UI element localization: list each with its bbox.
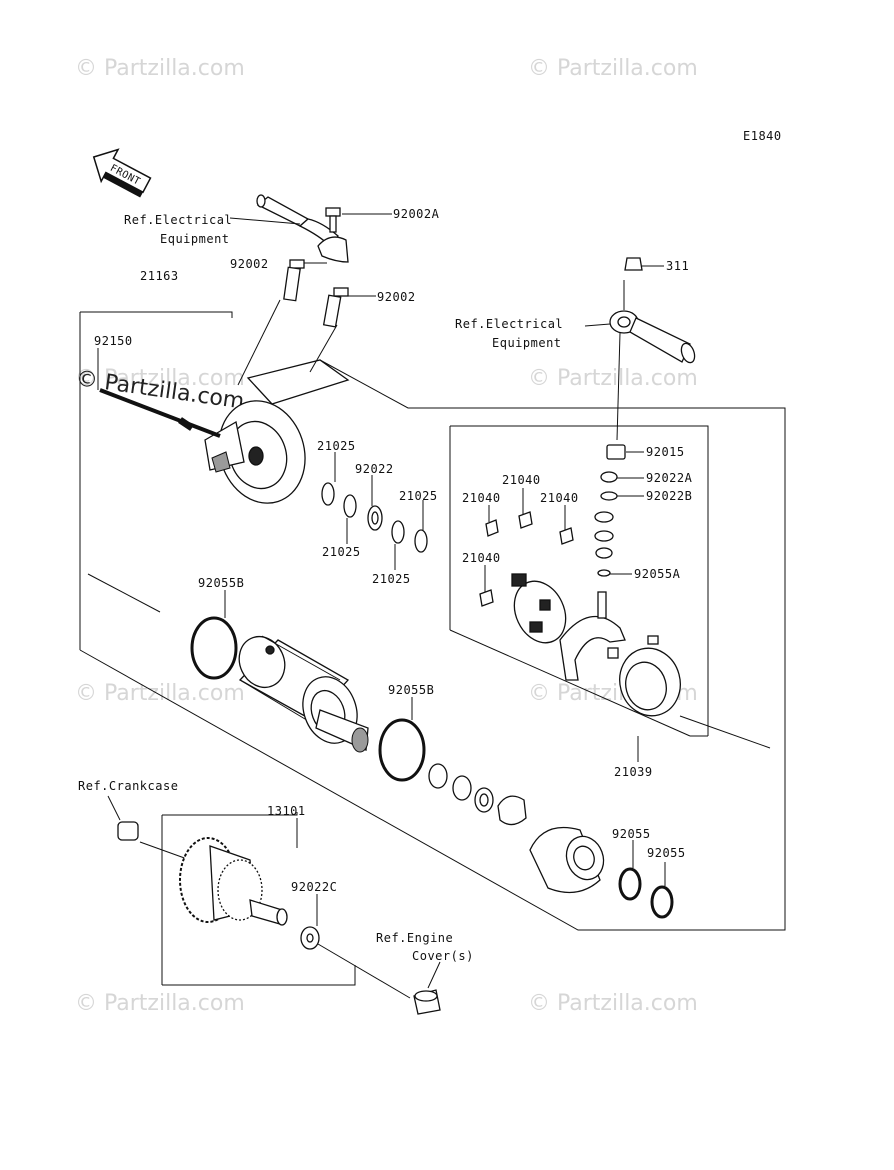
part-number-21040: 21040 (462, 551, 501, 565)
brushes-21040 (479, 488, 574, 607)
starter-clutch-13101 (179, 818, 298, 926)
washer-stack-left (321, 452, 428, 570)
part-number-92002: 92002 (230, 257, 269, 271)
part-number-92002: 92002 (377, 290, 416, 304)
part-number-92022C: 92022C (291, 880, 337, 894)
long-bolt-92150 (97, 348, 221, 438)
part-number-13101: 13101 (267, 804, 306, 818)
part-number-92055B: 92055B (198, 576, 244, 590)
part-number-21040: 21040 (502, 473, 541, 487)
part-number-311: 311 (666, 259, 689, 273)
ref-crankcase-label: Ref.Crankcase (78, 779, 178, 793)
engine-cover-bushing (413, 961, 441, 1015)
part-number-21025: 21025 (322, 545, 361, 559)
bolt-92002-b (322, 287, 376, 328)
part-number-92015: 92015 (646, 445, 685, 459)
watermark: © Partzilla.com (75, 991, 245, 1016)
ref-engine-label-b: Cover(s) (412, 949, 474, 963)
part-labels: Ref.Electrical Equipment 92002A 92002 92… (78, 207, 693, 963)
o-ring-92055-a (618, 840, 642, 901)
end-cover-21163 (204, 299, 350, 504)
part-number-21025: 21025 (399, 489, 438, 503)
cable-ref-electrical-1 (229, 194, 349, 263)
ref-engine-label: Ref.Engine (376, 931, 453, 945)
part-number-92055: 92055 (647, 846, 686, 860)
part-number-21039: 21039 (614, 765, 653, 779)
washer-92022C (300, 894, 411, 999)
watermark: © Partzilla.com (75, 366, 245, 391)
ref-electrical-label-2: Ref.Electrical (455, 317, 563, 331)
o-ring-92055-b (650, 862, 674, 919)
ref-electrical-label-1: Ref.Electrical (124, 213, 232, 227)
part-number-92002A: 92002A (393, 207, 440, 221)
watermark: © Partzilla.com (528, 366, 698, 391)
bolt-92002-a (283, 259, 327, 302)
ref-electrical-label-2b: Equipment (492, 336, 562, 350)
brush-plate-21039 (511, 573, 681, 762)
part-number-92055B: 92055B (388, 683, 434, 697)
o-ring-92055B-b (378, 697, 426, 782)
motor-yoke (238, 635, 369, 753)
bolt-92002A (325, 207, 392, 233)
watermark: © Partzilla.com (528, 56, 698, 81)
part-number-21040: 21040 (540, 491, 579, 505)
part-number-92022: 92022 (355, 462, 394, 476)
ref-electrical-label-1b: Equipment (160, 232, 230, 246)
part-number-92150: 92150 (94, 334, 133, 348)
washer-stack-mid (428, 763, 527, 826)
part-number-92055: 92055 (612, 827, 651, 841)
terminal-hardware-stack (594, 444, 644, 577)
watermark: © Partzilla.com (75, 681, 245, 706)
part-number-21040: 21040 (462, 491, 501, 505)
assembly-outline (79, 311, 786, 986)
front-arrow-icon: FRONT (92, 148, 152, 198)
part-number-21163: 21163 (140, 269, 179, 283)
watermark: © Partzilla.com (528, 991, 698, 1016)
part-number-21025: 21025 (317, 439, 356, 453)
crankcase-bushing (107, 795, 191, 861)
watermark: © Partzilla.com (75, 56, 245, 81)
front-cover (529, 826, 605, 894)
part-number-92055A: 92055A (634, 567, 681, 581)
o-ring-92055B-a (190, 590, 238, 680)
cable-ref-electrical-2 (584, 257, 696, 441)
part-number-92022B: 92022B (646, 489, 692, 503)
diagram-code: E1840 (743, 129, 782, 143)
part-number-92022A: 92022A (646, 471, 693, 485)
part-number-21025: 21025 (372, 572, 411, 586)
